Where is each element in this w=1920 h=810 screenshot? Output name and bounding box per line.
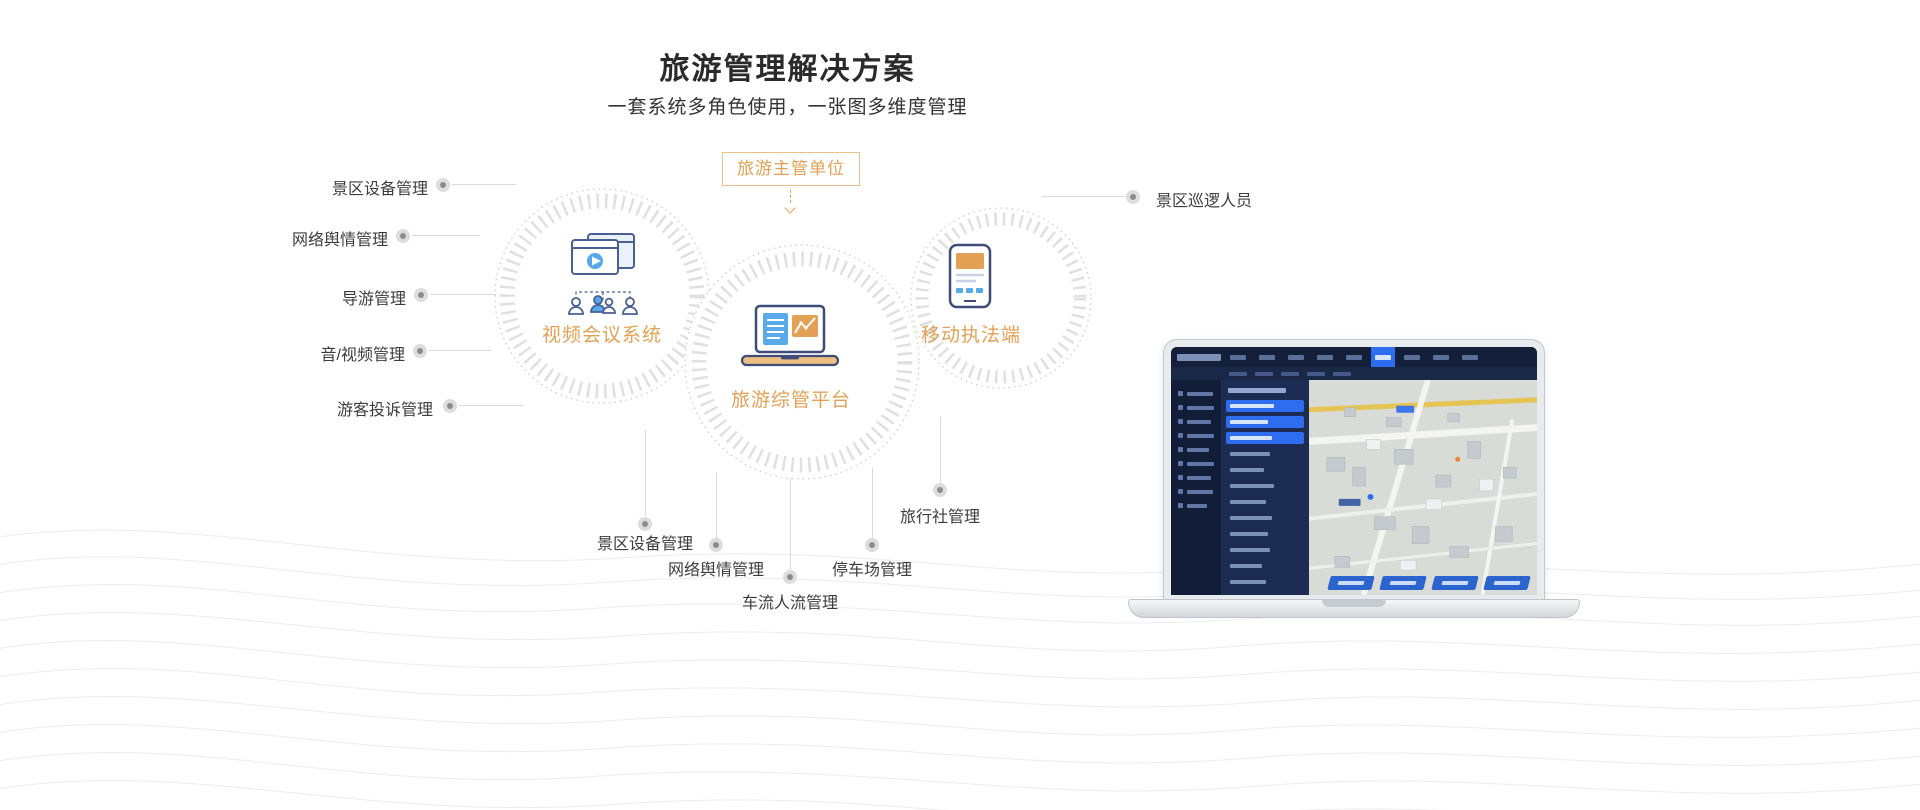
- page-title: 旅游管理解决方案: [659, 53, 916, 86]
- laptop-screen: [1163, 339, 1545, 601]
- callout-label: 音/视频管理: [320, 347, 405, 364]
- map-button-bar: [1327, 576, 1531, 590]
- menu-item-placeholder: [1178, 419, 1214, 424]
- callout-label: 网络舆情管理: [291, 232, 388, 249]
- callout-dot: [414, 288, 428, 302]
- dashboard-tab: [1429, 347, 1453, 367]
- callout-dot: [396, 229, 410, 243]
- list-item: [1226, 560, 1304, 572]
- callout-line: [412, 235, 480, 236]
- authority-box: 旅游主管单位: [722, 152, 860, 186]
- callout-line: [940, 417, 941, 483]
- list-item-active: [1226, 400, 1304, 412]
- menu-item-placeholder: [1178, 475, 1214, 480]
- callout-label: 车流人流管理: [741, 595, 838, 612]
- callout-line: [459, 405, 523, 406]
- list-item-active: [1226, 416, 1304, 428]
- map-button: [1327, 576, 1375, 590]
- dashboard-tab: [1342, 347, 1366, 367]
- menu-item-placeholder: [1178, 405, 1214, 410]
- dashboard-sidebar-secondary: [1221, 380, 1309, 595]
- dashboard-sidebar-primary: [1171, 380, 1221, 595]
- dashboard-screenshot: [1171, 347, 1537, 595]
- laptop-dashboard-icon: [740, 304, 840, 367]
- panel-header-placeholder: [1228, 388, 1286, 393]
- menu-item-placeholder: [1178, 503, 1214, 508]
- callout-line: [645, 430, 646, 516]
- list-item: [1226, 528, 1304, 540]
- list-item-active: [1226, 432, 1304, 444]
- dashboard-tab: [1255, 347, 1279, 367]
- laptop-base: [1128, 599, 1580, 618]
- dashboard-tab-active: [1371, 347, 1395, 367]
- callout-line: [872, 468, 873, 538]
- menu-item-placeholder: [1178, 433, 1214, 438]
- callout-dot: [709, 538, 723, 552]
- map-button: [1431, 576, 1479, 590]
- map-button: [1483, 576, 1531, 590]
- node-label-video-system: 视频会议系统: [541, 325, 662, 346]
- list-item: [1226, 544, 1304, 556]
- menu-item-placeholder: [1178, 391, 1214, 396]
- dashboard-tab: [1458, 347, 1482, 367]
- callout-line: [452, 184, 516, 185]
- menu-item-placeholder: [1178, 447, 1214, 452]
- list-item: [1226, 496, 1304, 508]
- dashboard-tab: [1284, 347, 1308, 367]
- callout-dot: [933, 483, 947, 497]
- dashboard-subbar: [1171, 367, 1537, 380]
- list-item: [1226, 448, 1304, 460]
- callout-label: 景区巡逻人员: [1156, 193, 1253, 210]
- list-item: [1226, 464, 1304, 476]
- callout-label: 网络舆情管理: [667, 562, 764, 579]
- callout-label: 景区设备管理: [596, 536, 693, 553]
- callout-line: [716, 472, 717, 538]
- callout-label: 停车场管理: [831, 562, 912, 579]
- callout-label: 导游管理: [341, 291, 406, 308]
- callout-line: [790, 478, 791, 570]
- mobile-terminal-ring: [910, 207, 1092, 389]
- contour-waves-background: [0, 529, 1920, 810]
- dashboard-tab: [1313, 347, 1337, 367]
- dashboard-map: [1308, 379, 1537, 595]
- authority-connector: [790, 190, 791, 203]
- page-subtitle: 一套系统多角色使用，一张图多维度管理: [607, 97, 968, 118]
- video-conference-icon: [568, 233, 638, 315]
- dashboard-logo: [1177, 353, 1221, 361]
- callout-dot: [443, 399, 457, 413]
- callout-line: [429, 350, 491, 351]
- callout-label: 游客投诉管理: [336, 402, 433, 419]
- callout-dot: [783, 570, 797, 584]
- dashboard-body: [1171, 379, 1537, 595]
- node-label-mobile-terminal: 移动执法端: [920, 325, 1021, 346]
- smartphone-icon: [948, 243, 992, 309]
- map-button: [1379, 576, 1427, 590]
- callout-dot: [1126, 190, 1140, 204]
- callout-dot: [413, 344, 427, 358]
- callout-label: 景区设备管理: [331, 181, 428, 198]
- callout-dot: [436, 178, 450, 192]
- dashboard-tab: [1400, 347, 1424, 367]
- callout-label: 旅行社管理: [899, 509, 980, 526]
- list-item: [1226, 576, 1304, 588]
- map-graphics: [1308, 379, 1537, 595]
- callout-line: [430, 294, 496, 295]
- menu-item-placeholder: [1178, 461, 1214, 466]
- callout-dot: [865, 538, 879, 552]
- list-item: [1226, 512, 1304, 524]
- callout-line: [1042, 196, 1126, 197]
- laptop-mockup: [1128, 339, 1580, 623]
- callout-dot: [638, 517, 652, 531]
- dashboard-topbar: [1171, 347, 1537, 367]
- chevron-down-icon: [784, 202, 796, 214]
- node-label-platform: 旅游综管平台: [730, 390, 851, 411]
- dashboard-tab: [1226, 347, 1250, 367]
- list-item: [1226, 480, 1304, 492]
- menu-item-placeholder: [1178, 489, 1214, 494]
